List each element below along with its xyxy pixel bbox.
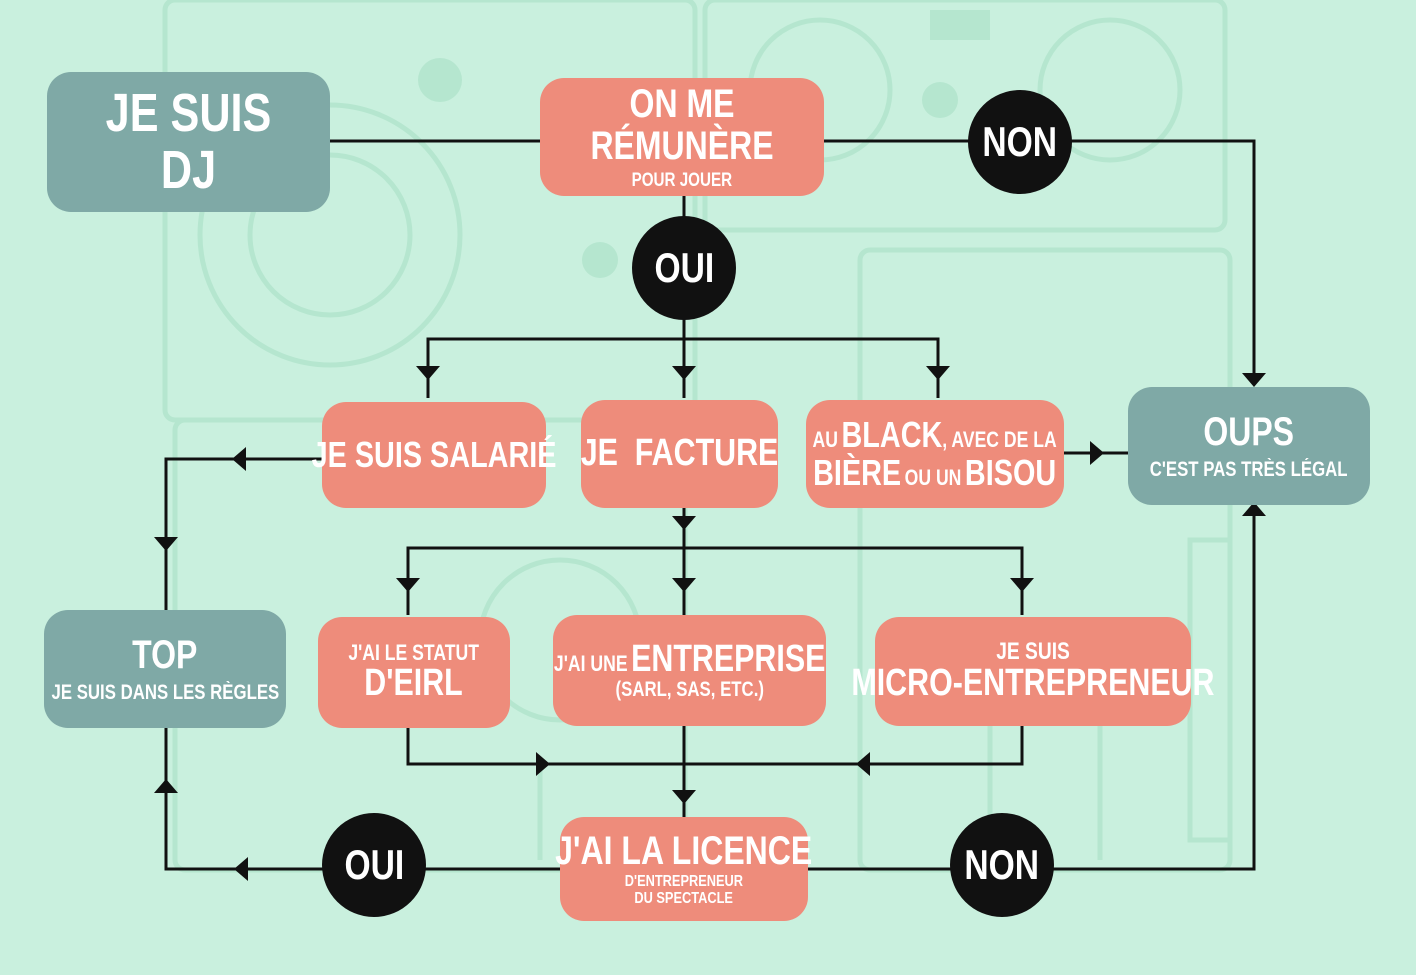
decision-non-top: NON [968, 90, 1072, 194]
arrowhead [856, 752, 870, 776]
node-eirl-line2: D'EIRL [364, 662, 464, 705]
connector-licence-to-top [164, 728, 560, 871]
arrowhead [672, 366, 696, 380]
node-au-black-word: BIÈRE [813, 452, 902, 493]
connector-non-to-oups [824, 139, 1256, 385]
node-micro-entrepreneur: JE SUIS MICRO-ENTREPRENEUR [851, 617, 1215, 726]
arrowhead [396, 578, 420, 592]
arrowhead [1090, 441, 1104, 465]
node-je-suis-dj: JE SUIS DJ [47, 72, 330, 212]
connector-merge [406, 726, 1024, 766]
node-entreprise-prefix: J'AI UNE [553, 650, 628, 676]
node-entreprise-subtitle: (SARL, SAS, ETC.) [615, 678, 764, 702]
arrowhead [926, 366, 950, 380]
node-licence: J'AI LA LICENCE D'ENTREPRENEUR DU SPECTA… [555, 817, 813, 921]
node-je-facture-label: JE FACTURE [580, 432, 779, 475]
node-oups: OUPS C'EST PAS TRÈS LÉGAL [1128, 387, 1370, 505]
node-eirl-line1: J'AI LE STATUT [348, 640, 480, 665]
arrowhead [1242, 373, 1266, 387]
node-top: TOP JE SUIS DANS LES RÈGLES [44, 610, 286, 728]
node-entreprise: J'AI UNE ENTREPRISE (SARL, SAS, ETC.) [553, 615, 826, 726]
node-au-black-word: AU [812, 427, 839, 453]
node-au-black-word: , AVEC DE LA [942, 427, 1058, 453]
node-licence-title: J'AI LA LICENCE [555, 829, 813, 874]
node-licence-sub1: D'ENTREPRENEUR [624, 873, 744, 891]
node-je-suis-salarie-label: JE SUIS SALARIÉ [311, 434, 557, 476]
decision-non-bottom-label: NON [964, 841, 1040, 888]
arrowhead [154, 537, 178, 551]
node-je-facture: JE FACTURE [581, 400, 778, 508]
decision-oui-top: OUI [632, 216, 736, 320]
node-je-suis-dj-label: JE SUIS DJ [105, 83, 272, 200]
decision-oui-bottom: OUI [322, 813, 426, 917]
arrowhead [1242, 502, 1266, 516]
node-on-me-remunere-title: ON ME RÉMUNÈRE [590, 82, 774, 169]
arrowhead [232, 447, 246, 471]
node-oups-title: OUPS [1203, 409, 1295, 454]
node-eirl: J'AI LE STATUT D'EIRL [318, 617, 510, 728]
node-micro-line2: MICRO-ENTREPRENEUR [851, 662, 1215, 705]
node-micro-line1: JE SUIS [996, 637, 1070, 665]
node-entreprise-word: ENTREPRISE [630, 637, 826, 680]
arrowhead [536, 752, 550, 776]
node-on-me-remunere-subtitle: POUR JOUER [631, 170, 733, 192]
arrowhead [416, 366, 440, 380]
node-top-subtitle: JE SUIS DANS LES RÈGLES [51, 680, 279, 704]
node-au-black-word: BLACK [841, 414, 943, 456]
arrowhead [1010, 578, 1034, 592]
connector-facture-branch [406, 546, 1024, 615]
arrowhead [672, 790, 696, 804]
node-oups-subtitle: C'EST PAS TRÈS LÉGAL [1150, 457, 1348, 481]
node-top-title: TOP [132, 632, 198, 677]
node-licence-sub2: DU SPECTACLE [634, 890, 734, 907]
decision-non-bottom: NON [950, 813, 1054, 917]
decision-non-top-label: NON [982, 118, 1058, 165]
node-au-black-word: BISOU [965, 452, 1057, 493]
connector-salarie-to-top [164, 457, 322, 610]
node-on-me-remunere: ON ME RÉMUNÈRE POUR JOUER [540, 78, 824, 196]
node-au-black-word: OU UN [905, 465, 962, 490]
node-au-black: AU BLACK, AVEC DE LA BIÈRE OU UN BISOU [806, 400, 1064, 508]
node-je-suis-salarie: JE SUIS SALARIÉ [312, 402, 556, 508]
arrowhead [672, 578, 696, 592]
arrowhead [672, 516, 696, 530]
decision-oui-bottom-label: OUI [344, 841, 404, 888]
decision-oui-top-label: OUI [654, 244, 714, 291]
arrowhead [234, 857, 248, 881]
arrowhead [154, 779, 178, 793]
